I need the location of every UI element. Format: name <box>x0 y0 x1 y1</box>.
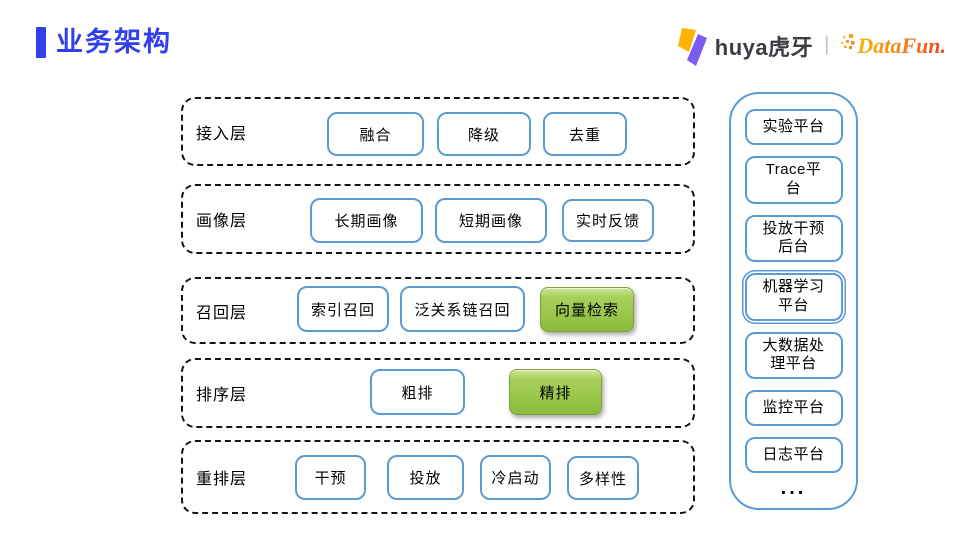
layer-ranking-label: 排序层 <box>196 387 248 404</box>
platform-box-experiment: 实验平台 <box>744 109 843 145</box>
platform-box-delivery-intervention: 投放干预后台 <box>744 214 843 262</box>
module-box-quchong: 去重 <box>543 112 627 156</box>
module-box-delivery: 投放 <box>387 455 464 500</box>
datafun-logo-text: DataFun. <box>857 33 946 58</box>
platform-box-logging: 日志平台 <box>744 437 843 473</box>
module-box-ronghe: 融合 <box>327 112 424 156</box>
layer-profile-label: 画像层 <box>196 213 248 230</box>
datafun-dots-icon <box>841 34 855 49</box>
title-accent-bar <box>36 27 46 58</box>
module-box-diversity: 多样性 <box>567 456 639 500</box>
module-box-longterm-profile: 长期画像 <box>310 198 423 243</box>
layer-rerank: 重排层 干预 投放 冷启动 多样性 <box>181 440 695 514</box>
layer-recall-label: 召回层 <box>196 304 248 322</box>
platform-panel: 实验平台 Trace平台 投放干预后台 机器学习平台 大数据处理平台 监控平台 … <box>729 92 858 510</box>
module-box-realtime-feedback: 实时反馈 <box>562 199 654 242</box>
module-box-intervention: 干预 <box>295 455 366 500</box>
page-title: 业务架构 <box>56 26 172 57</box>
layer-ranking: 排序层 粗排 精排 <box>181 358 695 428</box>
platform-box-trace: Trace平台 <box>744 156 843 204</box>
huya-logo: huya虎牙 <box>677 25 814 67</box>
module-box-shortterm-profile: 短期画像 <box>435 198 547 243</box>
layer-profile: 画像层 长期画像 短期画像 实时反馈 <box>181 184 695 254</box>
layer-access-label: 接入层 <box>196 125 248 143</box>
layer-rerank-label: 重排层 <box>196 471 248 488</box>
datafun-logo: DataFun. <box>840 33 946 59</box>
module-box-index-recall: 索引召回 <box>297 286 389 332</box>
module-box-jiangji: 降级 <box>437 112 531 156</box>
layer-access: 接入层 融合 降级 去重 <box>181 97 695 166</box>
huya-logo-text: huya虎牙 <box>714 35 814 60</box>
platform-more-ellipsis: ... <box>780 477 807 499</box>
platform-box-monitoring: 监控平台 <box>744 390 843 426</box>
layer-recall: 召回层 索引召回 泛关系链召回 向量检索 <box>181 277 695 344</box>
module-box-coarse-rank: 粗排 <box>370 369 465 415</box>
page-title-block: 业务架构 <box>36 27 172 58</box>
platform-box-machine-learning: 机器学习平台 <box>744 273 843 321</box>
huya-lightning-icon <box>677 28 707 66</box>
module-box-cold-start: 冷启动 <box>480 455 551 500</box>
module-box-vector-search: 向量检索 <box>540 287 634 332</box>
module-box-fine-rank: 精排 <box>509 369 602 415</box>
logo-separator: | <box>824 33 830 56</box>
module-box-relation-chain-recall: 泛关系链召回 <box>400 286 525 332</box>
logo-area: huya虎牙 | DataFun. <box>677 24 946 68</box>
platform-box-bigdata-processing: 大数据处理平台 <box>744 331 843 379</box>
